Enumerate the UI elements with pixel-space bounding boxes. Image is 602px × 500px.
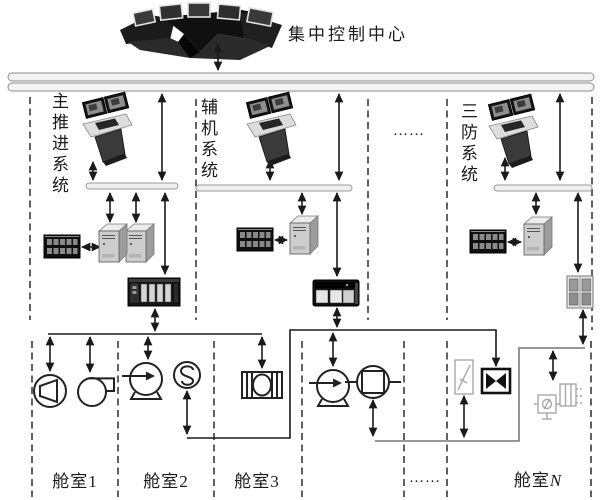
- motor-valve-icon: [241, 371, 283, 399]
- server-rack-icon-middle: [236, 227, 274, 252]
- hydraulic-unit-icon: [534, 383, 583, 420]
- workstation-icon-right: [488, 93, 539, 169]
- sensor-icon: [173, 361, 201, 389]
- column-separators: [29, 97, 593, 497]
- shutoff-valve-icon: [480, 367, 512, 395]
- local-bus-right: [493, 184, 593, 192]
- pump-icon-extra: [308, 369, 350, 407]
- cabin-label-1: 舱室1: [52, 472, 98, 491]
- fan-icon: [33, 374, 67, 408]
- tower-pc-icon-left-2: [125, 223, 155, 263]
- tower-pc-icon-middle: [289, 215, 319, 255]
- cabin-label-3: 舱室3: [234, 472, 280, 491]
- central-console-label: 集中控制中心: [288, 25, 408, 44]
- cabin-label-2: 舱室2: [143, 472, 189, 491]
- system-label-main-propulsion: 主推进系统: [49, 92, 68, 197]
- tower-pc-icon-right: [523, 216, 553, 256]
- workstation-icon-left: [82, 91, 133, 167]
- local-bus-left: [85, 182, 179, 190]
- io-cabinet-icon-right: [566, 275, 594, 309]
- server-rack-icon-right: [469, 229, 507, 254]
- pump-icon-cabin2: [121, 362, 163, 400]
- system-label-auxiliary: 辅机系统: [198, 98, 217, 182]
- connector-arrows: [45, 42, 588, 442]
- damper-icon: [454, 359, 474, 395]
- plc-unit-icon-middle: [312, 279, 360, 307]
- central-console-icon: [120, 2, 282, 60]
- blower-icon: [77, 377, 115, 407]
- inline-valve-icon: [345, 365, 401, 399]
- tower-pc-icon-left-1: [98, 223, 128, 263]
- system-label-three-defense: 三防系统: [458, 102, 477, 186]
- workstation-icon-middle: [246, 91, 297, 167]
- ellipsis-lower: ……: [409, 470, 441, 486]
- cabin-label-n: 舱室N: [505, 466, 571, 491]
- ellipsis-upper: ……: [393, 123, 425, 139]
- plc-rack-icon-left: [127, 277, 181, 307]
- local-bus-middle: [195, 184, 353, 192]
- cabin-n-suffix: N: [549, 471, 563, 490]
- local-bus-bars: [85, 182, 593, 192]
- cabin-n-prefix: 舱室: [513, 471, 550, 490]
- main-bus-pipes: [7, 72, 595, 92]
- server-rack-icon-left: [43, 234, 81, 259]
